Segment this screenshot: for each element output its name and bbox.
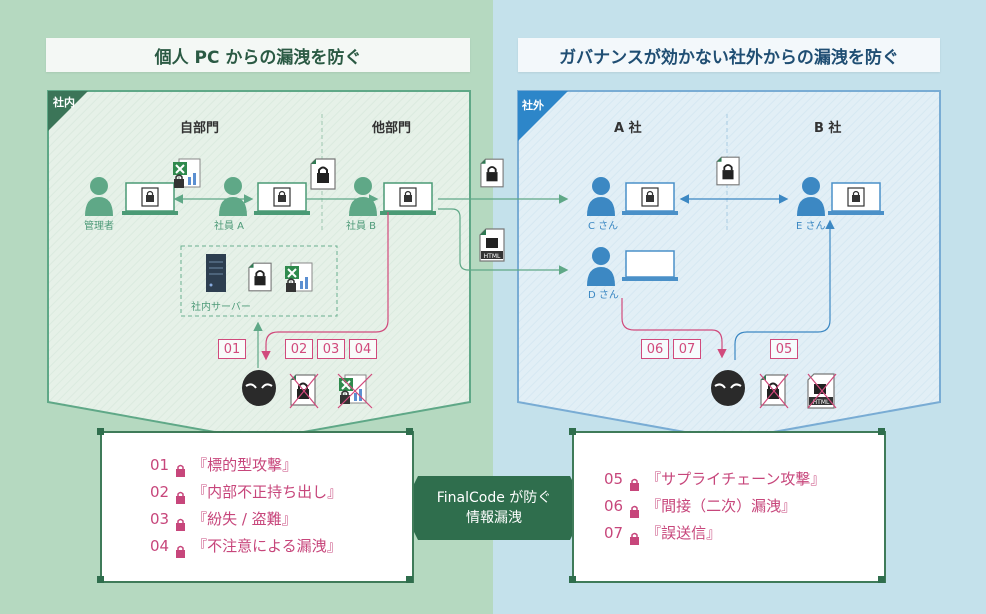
num-box: 07 (673, 339, 701, 359)
lock-icon (629, 500, 640, 518)
dept-other-label: 他部門 (372, 121, 412, 136)
blocked-lock-doc-right-icon (759, 373, 789, 409)
html-doc-icon: HTML (479, 228, 505, 262)
server-lock-doc-icon (248, 262, 272, 292)
internal-risk-list: 01『標的型攻撃』 02『内部不正持ち出し』 03『紛失 / 盗難』 04『不注… (150, 452, 342, 560)
risk-item: 03『紛失 / 盗難』 (150, 506, 342, 533)
transfer-lock-doc-icon (480, 158, 504, 188)
laptop-c-icon (622, 182, 678, 216)
risk-item: 06『間接（二次）漏洩』 (604, 493, 825, 520)
lock-icon (175, 486, 186, 504)
person-b-label: 社員 B (346, 221, 377, 232)
external-tag-corner (518, 91, 568, 141)
server-excel-icon (284, 262, 313, 293)
finalcode-label: FinalCode が防ぐ 情報漏洩 (418, 476, 570, 540)
lock-icon (175, 459, 186, 477)
external-risk-box (572, 431, 886, 583)
internal-tag: 社内 (53, 96, 75, 109)
svg-text:HTML: HTML (484, 253, 501, 260)
risk-item: 05『サプライチェーン攻撃』 (604, 466, 825, 493)
laptop-admin-icon (122, 182, 178, 216)
risk-item: 07『誤送信』 (604, 520, 825, 547)
hacker-right-icon (711, 370, 745, 406)
right-heading: ガバナンスが効かない社外からの漏洩を防ぐ (518, 38, 940, 72)
lock-icon (629, 527, 640, 545)
num-box: 02 (285, 339, 313, 359)
server-label: 社内サーバー (191, 302, 251, 313)
lock-icon (175, 513, 186, 531)
excel-lock-icon (172, 158, 201, 189)
dept-own-label: 自部門 (180, 121, 220, 136)
lock-icon (175, 540, 186, 558)
num-box: 01 (218, 339, 246, 359)
server-icon (206, 254, 226, 292)
lock-doc-icon (310, 158, 336, 190)
num-box: 04 (349, 339, 377, 359)
blocked-excel-icon (337, 373, 373, 409)
hacker-left-icon (242, 370, 276, 406)
risk-item: 01『標的型攻撃』 (150, 452, 342, 479)
svg-text:HTML: HTML (813, 399, 830, 406)
external-zone (517, 90, 941, 442)
laptop-e-icon (828, 182, 884, 216)
company-b-label: B 社 (814, 121, 842, 136)
finalcode-hexagon (402, 476, 586, 540)
blocked-lock-doc-icon (289, 373, 319, 409)
internal-risk-box (100, 431, 414, 583)
laptop-b-icon (380, 182, 436, 216)
company-a-label: A 社 (614, 121, 642, 136)
laptop-a-icon (254, 182, 310, 216)
num-box: 03 (317, 339, 345, 359)
ab-lock-doc-icon (716, 156, 740, 186)
num-box: 06 (641, 339, 669, 359)
finalcode-line2: 情報漏洩 (466, 510, 522, 526)
lock-icon (629, 473, 640, 491)
internal-tag-corner (48, 91, 88, 131)
person-e-label: E さん (796, 221, 826, 232)
external-tag: 社外 (522, 99, 544, 112)
server-box (180, 245, 338, 317)
risk-item: 02『内部不正持ち出し』 (150, 479, 342, 506)
risk-item: 04『不注意による漏洩』 (150, 533, 342, 560)
finalcode-line1: FinalCode が防ぐ (436, 490, 552, 506)
num-box: 05 (770, 339, 798, 359)
person-d-label: D さん (588, 290, 619, 301)
admin-label: 管理者 (84, 221, 114, 232)
blocked-html-doc-icon: HTML (807, 373, 837, 409)
external-risk-list: 05『サプライチェーン攻撃』 06『間接（二次）漏洩』 07『誤送信』 (604, 466, 825, 547)
laptop-d-icon (622, 250, 678, 281)
person-c-label: C さん (588, 221, 619, 232)
person-a-label: 社員 A (214, 221, 245, 232)
left-heading: 個人 PC からの漏洩を防ぐ (46, 38, 470, 72)
